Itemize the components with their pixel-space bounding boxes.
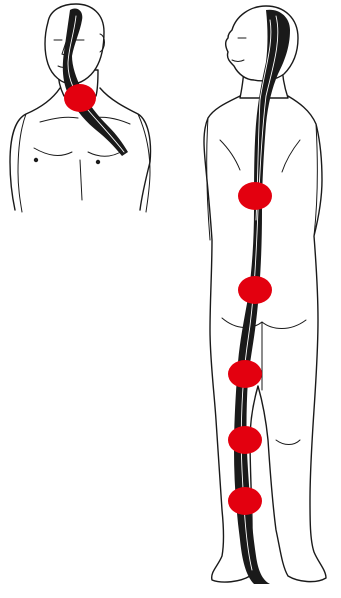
marker-calf xyxy=(228,487,262,515)
front-nipple-right xyxy=(96,160,100,164)
marker-thigh xyxy=(228,360,262,388)
front-chest xyxy=(34,148,124,156)
back-body-outline xyxy=(204,96,326,582)
front-sternum xyxy=(80,160,82,200)
marker-knee xyxy=(228,426,262,454)
marker-neck xyxy=(64,84,96,112)
marker-lower-back xyxy=(238,276,272,304)
front-nipple-left xyxy=(34,158,38,162)
marker-upper-back xyxy=(238,182,272,210)
